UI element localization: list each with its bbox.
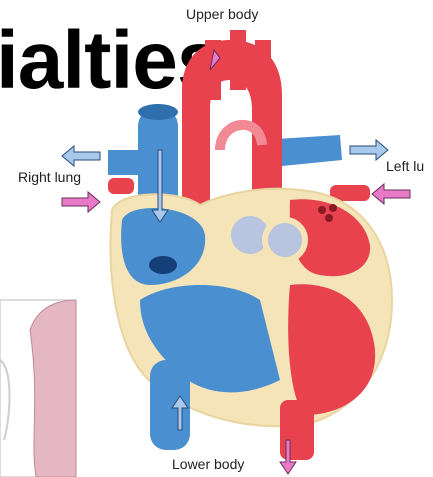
descending-aorta xyxy=(280,400,314,460)
heart-valves xyxy=(228,213,305,260)
label-upper-body: Upper body xyxy=(186,6,258,22)
label-left-lung: Left lu xyxy=(386,158,424,174)
label-lower-body: Lower body xyxy=(172,456,244,472)
label-right-lung: Right lung xyxy=(18,169,81,185)
inset-image xyxy=(0,300,76,477)
